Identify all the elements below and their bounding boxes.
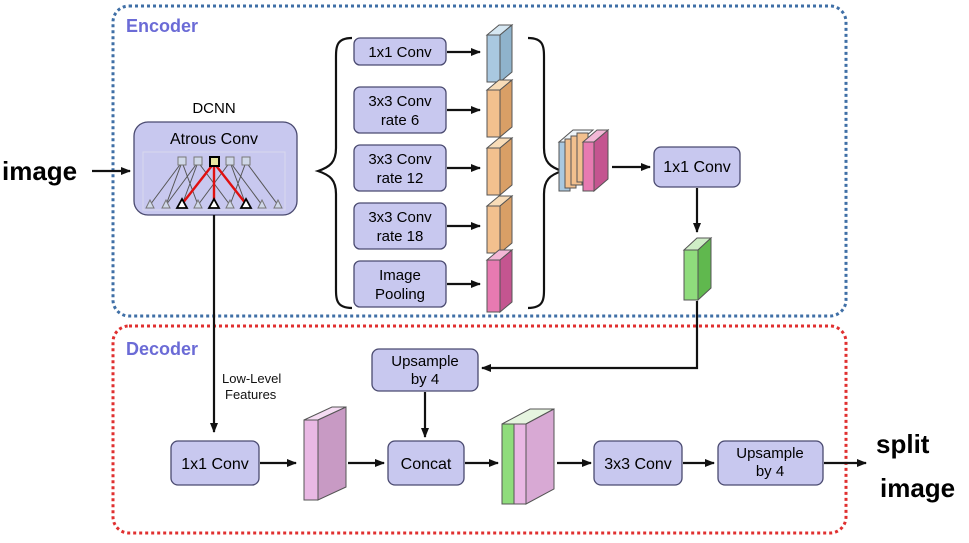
- concat-block: [387, 440, 465, 486]
- branch-rate12-block: [353, 144, 447, 192]
- branch-rate18-block: [353, 202, 447, 250]
- encoder-output-feature-green: [682, 236, 713, 302]
- concat-label: Concat: [401, 456, 452, 473]
- decoder-conv-1x1-block: [170, 440, 260, 486]
- decoder-conv-3x3-block: [593, 440, 683, 486]
- decoder-concat-stack: [501, 408, 555, 505]
- upsample-1-block: [371, 348, 479, 392]
- concatenated-feature-stack: [557, 128, 610, 193]
- upsample-2-line2: by 4: [756, 463, 784, 480]
- branch-rate6-block: [353, 86, 447, 134]
- fuse-conv-1x1-block: [653, 146, 741, 188]
- branch-rate18-line2: rate 18: [377, 228, 424, 245]
- low-level-features-line2: Features: [225, 387, 277, 402]
- feature-map-orange-2: [485, 136, 514, 197]
- branch-rate6-line2: rate 6: [381, 112, 419, 129]
- branch-rate18-line1: 3x3 Conv: [368, 209, 432, 226]
- output-label-line2: image: [880, 473, 955, 503]
- branch-image-pooling-line1: Image: [379, 267, 421, 284]
- decoder-region: [111, 324, 848, 535]
- branch-image-pooling-line2: Pooling: [375, 286, 425, 303]
- atrous-conv-block: [133, 121, 298, 216]
- upsample-2-line1: Upsample: [736, 445, 804, 462]
- low-level-feature-map: [303, 406, 347, 501]
- encoder-title: Encoder: [126, 16, 198, 36]
- low-level-features-line1: Low-Level: [222, 371, 281, 386]
- branch-conv-1x1-block: [353, 37, 447, 66]
- decoder-title: Decoder: [126, 339, 198, 359]
- upsample-1-line2: by 4: [411, 371, 439, 388]
- atrous-conv-label: Atrous Conv: [170, 131, 258, 148]
- output-label-line1: split: [876, 429, 930, 459]
- left-brace: [314, 36, 353, 310]
- branch-rate12-line1: 3x3 Conv: [368, 151, 432, 168]
- encoder-to-upsample-arrow: [481, 301, 699, 372]
- decoder-conv-1x1-label: 1x1 Conv: [181, 456, 249, 473]
- atrous-illustration-icon: [142, 151, 286, 211]
- decoder-conv-3x3-label: 3x3 Conv: [604, 456, 672, 473]
- feature-map-blue: [485, 23, 514, 84]
- input-image-label: image: [2, 156, 77, 186]
- dcnn-label: DCNN: [192, 100, 235, 117]
- fuse-conv-1x1-label: 1x1 Conv: [663, 159, 731, 176]
- branch-rate12-line2: rate 12: [377, 170, 424, 187]
- feature-map-pink: [485, 248, 514, 314]
- feature-map-orange-3: [485, 194, 514, 255]
- branch-conv-1x1-label: 1x1 Conv: [368, 44, 432, 61]
- branch-rate6-line1: 3x3 Conv: [368, 93, 432, 110]
- branch-image-pooling-block: [353, 260, 447, 308]
- feature-map-orange-1: [485, 78, 514, 139]
- right-brace: [527, 36, 566, 310]
- upsample-2-block: [717, 440, 824, 486]
- upsample-1-line1: Upsample: [391, 353, 459, 370]
- encoder-region: [111, 4, 848, 318]
